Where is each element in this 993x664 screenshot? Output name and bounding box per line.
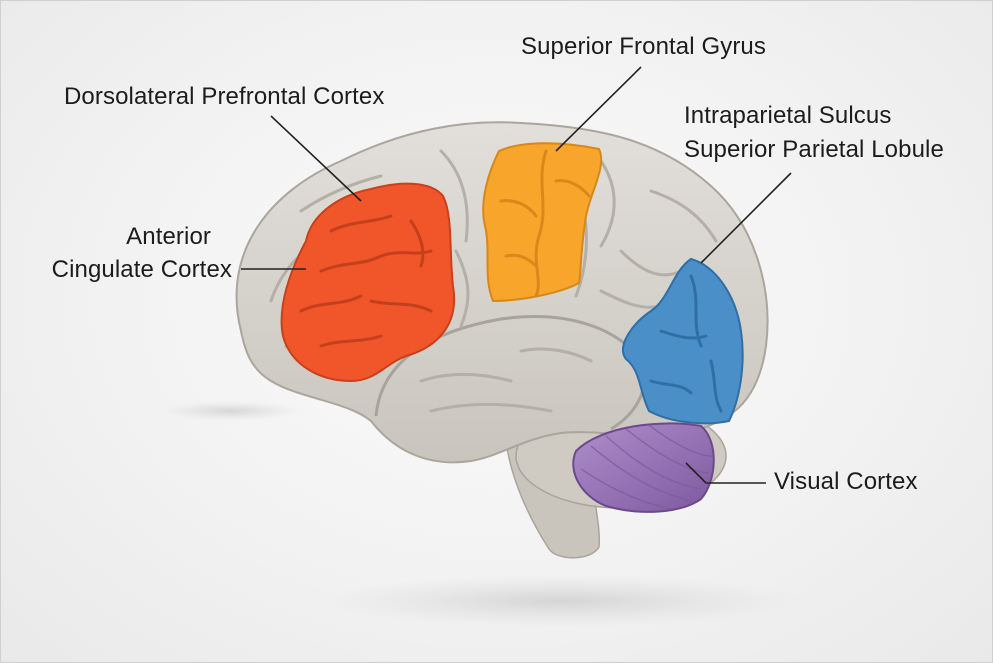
label-intraparietal-sulcus: Intraparietal Sulcus: [684, 102, 892, 129]
dlpfc-folds: [299, 214, 433, 348]
label-superior-frontal-gyrus: Superior Frontal Gyrus: [521, 33, 766, 60]
floor-shadow-left: [161, 401, 301, 421]
parietal-folds: [649, 274, 723, 413]
label-anterior-cingulate-line2: Cingulate Cortex: [51, 256, 232, 283]
leader-line-dlpfc: [270, 115, 362, 202]
visual-cortex-striations: [580, 424, 714, 510]
leader-line-sfg: [555, 66, 642, 152]
label-dorsolateral-prefrontal-cortex: Dorsolateral Prefrontal Cortex: [64, 83, 385, 110]
dlpfc-region: [280, 182, 456, 383]
floor-shadow: [321, 575, 801, 627]
label-anterior-cingulate-line1: Anterior: [126, 223, 211, 250]
leader-lines: [241, 66, 792, 484]
label-superior-parietal-lobule: Superior Parietal Lobule: [684, 136, 944, 163]
label-visual-cortex: Visual Cortex: [774, 468, 918, 495]
sfg-folds: [499, 149, 591, 298]
leader-line-visual: [685, 462, 766, 484]
leader-line-parietal: [700, 172, 792, 264]
